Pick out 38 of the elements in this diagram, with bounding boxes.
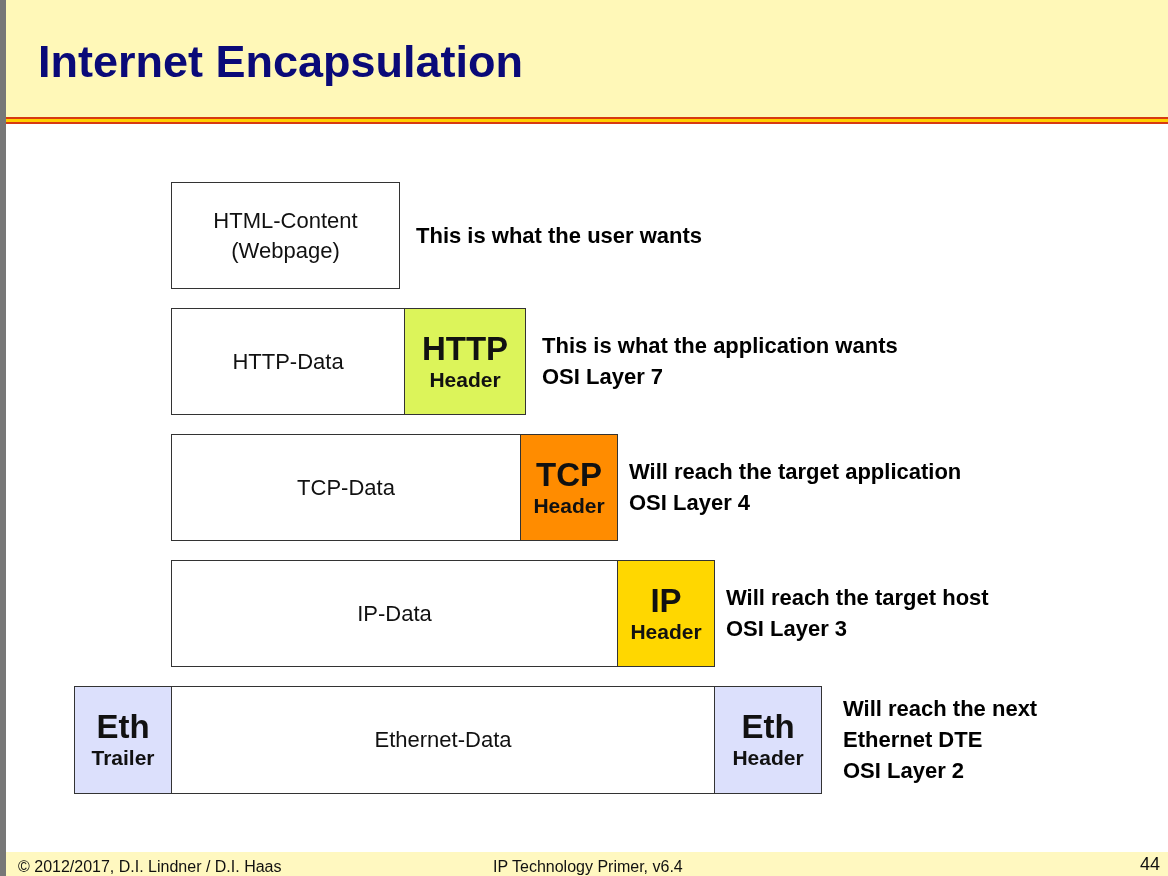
page-number: 44 (1139, 854, 1160, 874)
description-text: This is what the application wants (542, 332, 898, 360)
description-text: OSI Layer 4 (629, 489, 751, 517)
protocol-name: IP (650, 582, 682, 619)
description-text: Will reach the next Ethernet DTE (843, 695, 1039, 754)
header-label: Header (732, 745, 804, 771)
description-text: OSI Layer 3 (726, 615, 848, 643)
header-box (714, 686, 822, 794)
footer-text: IP Technology Primer, v6.4 (493, 857, 683, 876)
protocol-name: HTTP (421, 330, 509, 367)
description-text: OSI Layer 2 (843, 757, 965, 785)
box-label: HTTP-Data (232, 347, 344, 376)
header-label: Trailer (91, 745, 155, 771)
protocol-name: Eth (96, 709, 150, 745)
box-label: Ethernet-Data (374, 726, 512, 754)
box-label: HTML-Content (Webpage) (212, 206, 359, 265)
header-box (74, 686, 172, 794)
header-box (404, 308, 526, 415)
data-box (171, 686, 715, 794)
description-text: OSI Layer 7 (542, 363, 664, 391)
description-text: Will reach the target host (726, 584, 989, 612)
description-text: This is what the user wants (416, 221, 703, 250)
box-label: IP-Data (357, 599, 432, 628)
data-box (171, 308, 405, 415)
slide-title: Internet Encapsulation (38, 36, 524, 88)
data-box (171, 434, 521, 541)
description-text: Will reach the target application (629, 458, 962, 486)
header-box (617, 560, 715, 667)
data-box (171, 182, 400, 289)
box-label: TCP-Data (297, 473, 395, 502)
header-box (520, 434, 618, 541)
protocol-name: TCP (536, 456, 602, 493)
footer-text: © 2012/2017, D.I. Lindner / D.I. Haas (18, 857, 282, 876)
protocol-name: Eth (741, 709, 795, 745)
data-box (171, 560, 618, 667)
header-label: Header (533, 492, 605, 519)
header-label: Header (630, 618, 702, 645)
header-label: Header (429, 366, 501, 393)
